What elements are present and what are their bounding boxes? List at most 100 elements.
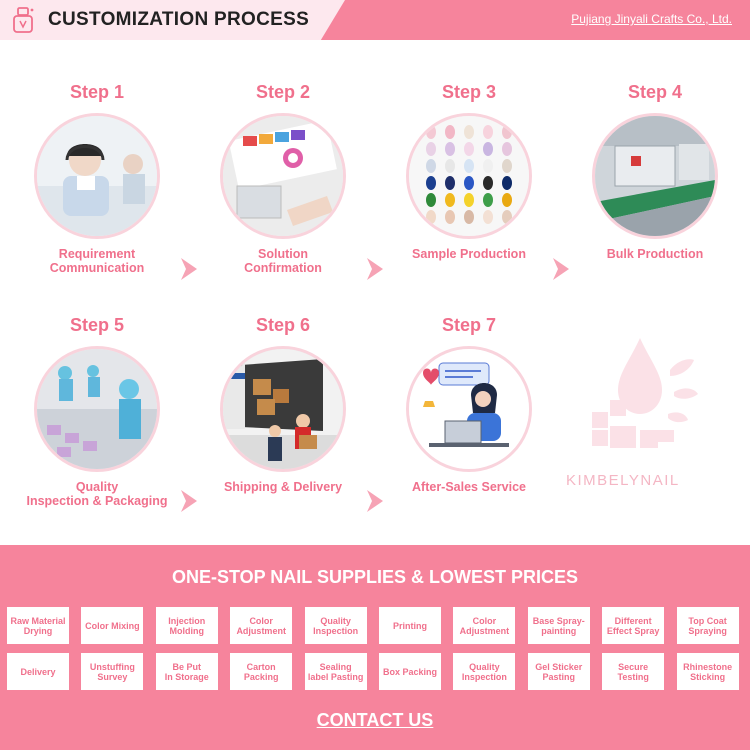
step-title: Step 4: [627, 82, 683, 102]
service-item-line: Adjustment: [236, 625, 286, 636]
support-agent-illustration: [406, 346, 532, 472]
service-item-line: Unstuffing: [89, 661, 135, 672]
step-6: Step 6 Shipping & Delivery: [198, 313, 368, 494]
service-item: Box Packing: [379, 653, 441, 690]
service-item-text: Printing: [393, 621, 427, 631]
header-title-panel: CUSTOMIZATION PROCESS: [0, 0, 345, 40]
service-item-line: Raw Material: [10, 615, 66, 626]
service-item-line: Sealing: [319, 661, 352, 672]
service-item-line: Color Mixing: [85, 620, 140, 631]
service-item: Delivery: [7, 653, 69, 690]
service-item-line: Carton: [246, 661, 276, 672]
packaging-workers-photo: [34, 346, 160, 472]
service-item-line: painting: [541, 625, 577, 636]
service-item: Base Spray-painting: [527, 607, 590, 644]
service-item-line: Packing: [243, 671, 279, 682]
service-item-line: Quality: [469, 661, 500, 672]
service-item: Color Mixing: [81, 607, 144, 644]
page-title: CUSTOMIZATION PROCESS: [48, 9, 310, 30]
step-label: Sample Production: [384, 247, 554, 261]
chevron-right-icon: [367, 490, 383, 512]
step-title: Step 2: [255, 82, 311, 102]
chevron-right-icon: [181, 490, 197, 512]
service-item-line: Survey: [97, 671, 128, 682]
service-item-text: Base Spray-painting: [533, 616, 585, 636]
step-4: Step 4 Bulk Production: [570, 80, 740, 261]
step-label-line: Quality: [75, 480, 119, 494]
brand-drop-icon: [592, 338, 698, 448]
service-item-line: Printing: [393, 620, 427, 631]
service-item-line: label Pasting: [307, 671, 364, 682]
service-item-line: Inspection: [461, 671, 507, 682]
delivery-truck-photo: [220, 346, 346, 472]
chevron-right-icon: [181, 258, 197, 280]
step-title: Step 1: [69, 82, 125, 102]
step-label-line: Bulk Production: [606, 247, 704, 261]
step-label: Shipping & Delivery: [198, 480, 368, 494]
service-item-line: Inspection: [313, 625, 359, 636]
chevron-right-icon: [553, 258, 569, 280]
service-item-line: Sticking: [690, 671, 726, 682]
step-label-line: Requirement: [58, 247, 136, 261]
step-title: Step 6: [255, 315, 311, 335]
step-label-line: Confirmation: [244, 261, 322, 275]
service-item-line: Pasting: [542, 671, 576, 682]
step-label-line: Sample Production: [412, 247, 526, 261]
step-label-line: Solution: [258, 247, 308, 261]
service-item-text: Color Mixing: [85, 621, 140, 631]
nail-bottle-icon: [13, 7, 34, 33]
step-title: Step 7: [441, 315, 497, 335]
step-label-line: Inspection & Packaging: [26, 494, 168, 508]
watermark-text: KIMBELYNAIL: [566, 472, 680, 489]
service-item-line: Adjustment: [459, 625, 510, 636]
service-item-line: Base Spray-: [532, 615, 585, 626]
service-item-line: Color: [249, 615, 273, 626]
service-item-line: Top Coat: [688, 615, 727, 626]
service-item-line: Color: [472, 615, 497, 626]
service-item-text: Delivery: [20, 667, 55, 677]
company-link[interactable]: Pujiang Jinyali Crafts Co., Ltd.: [571, 12, 732, 26]
service-item-line: Rhinestone: [683, 661, 733, 672]
service-item-line: Box Packing: [382, 666, 438, 677]
service-item-line: Molding: [169, 625, 205, 636]
service-item-line: Different: [614, 615, 652, 626]
step-label-line: Shipping & Delivery: [223, 480, 343, 494]
color-swatch-design-photo: [220, 113, 346, 239]
service-item-line: Be Put: [172, 661, 202, 672]
contact-us-link[interactable]: CONTACT US: [316, 710, 434, 730]
customer-service-headset-photo: [34, 113, 160, 239]
step-label-line: After-Sales Service: [412, 480, 526, 494]
